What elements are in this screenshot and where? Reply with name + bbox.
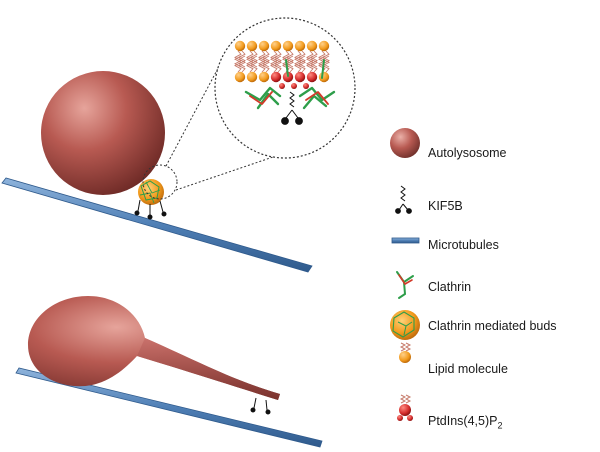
clathrin-strand — [249, 91, 273, 105]
legend-microtubule-icon — [391, 237, 420, 244]
microtubule-top — [1, 177, 313, 273]
autolysosome-tubulating — [28, 296, 280, 400]
lipid-head-top — [318, 40, 330, 52]
clathrin-strand — [285, 59, 289, 77]
legend-kif5b-label: KIF5B — [428, 199, 463, 213]
clathrin-strand — [298, 86, 336, 102]
kif5b-motors-top — [134, 199, 167, 220]
zoom-inset — [214, 17, 356, 159]
kif5b-motor-bottom — [250, 397, 271, 415]
legend-autolysosome-icon — [390, 128, 420, 158]
kif5b-motor-zoom — [281, 91, 303, 125]
clathrin-strand — [321, 59, 325, 79]
ptdins-head — [270, 71, 282, 83]
zoom-source-circle — [142, 164, 178, 200]
lipid-head-top — [246, 40, 258, 52]
autolysosome-large — [41, 71, 165, 195]
ptdins-head — [306, 71, 318, 83]
legend-clathrin-bud-icon — [390, 310, 420, 340]
zoom-line-lower — [175, 156, 274, 191]
microtubule-bottom — [15, 367, 323, 448]
ptdins-phosphate — [303, 83, 309, 89]
legend-ptdins-icon — [397, 394, 413, 421]
lipid-head-top — [294, 40, 306, 52]
legend-autolysosome-label: Autolysosome — [428, 146, 507, 160]
lipid-head-bottom — [258, 71, 270, 83]
lipid-head-bottom — [318, 71, 330, 83]
legend-clathrin-label: Clathrin — [428, 280, 472, 294]
legend-microtubules-label: Microtubules — [428, 238, 499, 252]
legend-kif5b-icon — [395, 185, 412, 214]
legend-ptdins-label: PtdIns(4,5)P2 — [428, 414, 503, 431]
legend-lipid-molecule-label: Lipid molecule — [428, 362, 508, 376]
legend-clathrin-buds-label: Clathrin mediated buds — [428, 319, 557, 333]
lipid-head-top — [306, 40, 318, 52]
ptdins-phosphate — [279, 83, 285, 89]
clathrin-strand — [244, 86, 282, 102]
legend-lipid-icon — [399, 342, 412, 363]
lipid-head-bottom — [246, 71, 258, 83]
lipid-head-top — [270, 40, 282, 52]
ptdins-subscript: 2 — [497, 420, 503, 431]
clathrin-strand — [302, 94, 328, 110]
ptdins-main-text: PtdIns(4,5)P — [428, 414, 498, 428]
ptdins-head — [294, 71, 306, 83]
legend-clathrin-icon — [396, 271, 414, 299]
lipid-head-bottom — [234, 71, 246, 83]
lipid-head-top — [234, 40, 246, 52]
clathrin-strand — [305, 91, 329, 105]
lipid-head-top — [282, 40, 294, 52]
lipid-head-top — [258, 40, 270, 52]
ptdins-phosphate — [291, 83, 297, 89]
